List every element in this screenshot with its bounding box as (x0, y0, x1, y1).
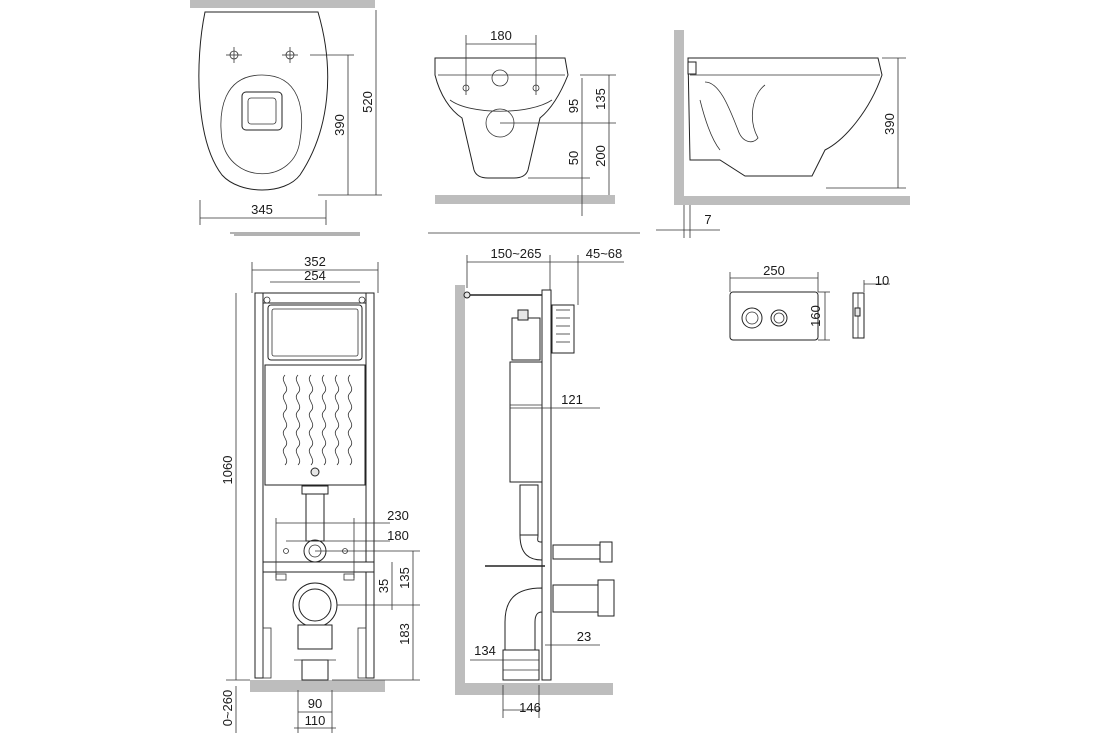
bowl-front-view: 180 95 135 50 200 (434, 28, 616, 216)
dim-frame-135: 135 (397, 567, 412, 589)
cistern-logo (310, 467, 320, 477)
dim-side-flush: 45~68 (586, 246, 623, 261)
flush-plate (729, 291, 819, 341)
dim-side-134: 134 (474, 643, 496, 658)
side-foot-pipe (502, 649, 540, 681)
frame-upright-right (365, 292, 375, 679)
dim-side-7: 7 (704, 212, 711, 227)
floor-frame-side (455, 683, 613, 695)
dim-front-135: 135 (593, 88, 608, 110)
dim-side-146: 146 (519, 700, 541, 715)
dim-bowl-width: 345 (251, 202, 273, 217)
wall-frame-side (455, 285, 465, 695)
flush-plate-profile (852, 292, 865, 339)
outlet-pipe (292, 582, 338, 628)
wall-section-top (190, 0, 375, 8)
dim-frame-230: 230 (387, 508, 409, 523)
frame-upright-left (254, 292, 264, 679)
bowl-side-outline (687, 57, 883, 177)
dim-bowl-depth-total: 520 (360, 91, 375, 113)
bowl-outlet-square (241, 91, 283, 131)
dim-side-23: 23 (577, 629, 591, 644)
frame-side-upright (541, 289, 552, 681)
cistern-valve (511, 317, 541, 361)
bowl-side-view: 390 7 (656, 30, 910, 238)
dim-front-95: 95 (566, 99, 581, 113)
cistern-body (264, 364, 366, 486)
frame-side-view: 150~265 45~68 121 134 23 146 (455, 246, 624, 718)
mount-bar (262, 561, 375, 573)
bowl-front-outline (434, 57, 569, 179)
wall-side (674, 30, 684, 198)
flush-plate-view: 250 160 10 (729, 263, 890, 341)
flush-button-large (741, 307, 763, 329)
bowl-inner-rim (220, 74, 302, 174)
flush-holder (551, 304, 575, 354)
dim-side-depth: 150~265 (491, 246, 542, 261)
dim-frame-180: 180 (387, 528, 409, 543)
dim-frame-35: 35 (376, 579, 391, 593)
floor-frame-front (250, 680, 385, 692)
dim-front-holes: 180 (490, 28, 512, 43)
side-outlet (552, 584, 601, 613)
front-inlet-hole (491, 69, 509, 87)
side-inlet (552, 544, 602, 560)
floor-front (435, 195, 615, 204)
frame-foot-pipe (301, 659, 329, 681)
dim-frame-width-inner: 254 (304, 268, 326, 283)
cistern-side (509, 361, 543, 483)
dim-frame-90: 90 (308, 696, 322, 711)
bowl-outline (198, 11, 329, 191)
dim-side-121: 121 (561, 392, 583, 407)
dim-side-390: 390 (882, 113, 897, 135)
dim-front-200: 200 (593, 145, 608, 167)
dim-frame-height: 1060 (220, 456, 235, 485)
frame-front-view: 352 254 1060 0~260 230 180 35 135 183 90… (220, 254, 420, 733)
dim-plate-thickness: 10 (875, 273, 889, 288)
dim-frame-width-outer: 352 (304, 254, 326, 269)
dim-frame-183: 183 (397, 623, 412, 645)
dim-frame-feet: 0~260 (220, 690, 235, 727)
bowl-outlet-inner (247, 97, 277, 125)
dim-plate-width: 250 (763, 263, 785, 278)
flush-button-small (770, 309, 788, 327)
dim-front-50: 50 (566, 151, 581, 165)
dim-frame-110: 110 (305, 713, 326, 728)
bowl-top-view: 345 390 520 (190, 0, 382, 236)
outlet-bend (504, 587, 543, 651)
cistern-waves (282, 374, 353, 466)
flush-opening (267, 304, 363, 361)
dim-bowl-depth-mount: 390 (332, 114, 347, 136)
dim-plate-height: 160 (808, 305, 823, 327)
floor-side (674, 196, 910, 205)
